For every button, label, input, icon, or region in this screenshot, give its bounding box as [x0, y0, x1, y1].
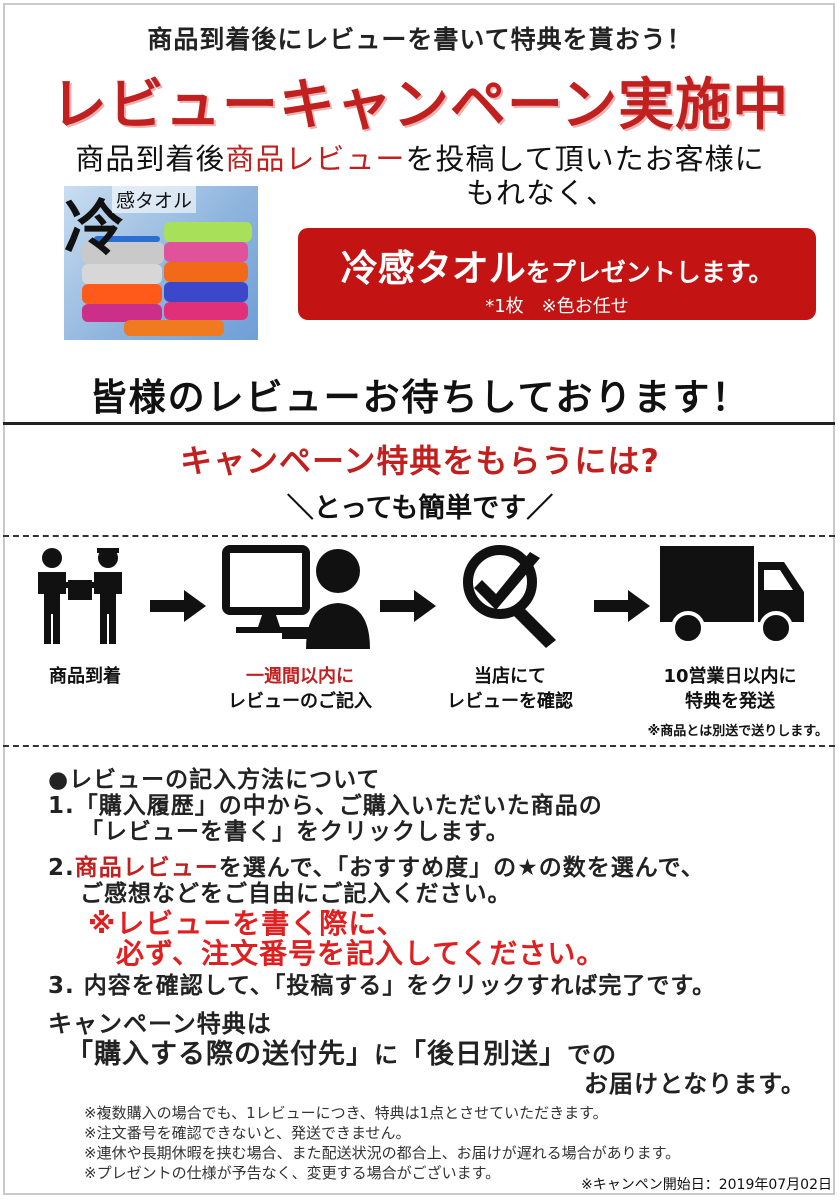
arrow-right-icon — [150, 590, 206, 622]
step-3-label: 当店にて レビューを確認 — [447, 666, 573, 712]
campaign-start-date: ※キャンペン開始日：2019年07月02日 — [581, 1177, 832, 1193]
present-note: *1枚 ※色お任せ — [485, 296, 629, 317]
step-1-label: 商品到着 — [49, 666, 121, 687]
waiting-message: 皆様のレビューお待ちしております！ — [89, 376, 751, 419]
description-prefix: 商品到着後 — [75, 142, 226, 176]
arrow-right-icon — [594, 590, 650, 622]
description-line-1: 商品到着後商品レビューを投稿して頂いたお客様に — [0, 136, 840, 178]
dashed-divider — [3, 535, 835, 537]
courier-note: ※商品とは別送で送りします。 — [647, 724, 828, 739]
present-main-line: 冷感タオルをプレゼントします。 — [298, 238, 816, 292]
description-line-2: もれなく、 — [466, 176, 617, 210]
step-4-label: 10営業日以内に 特典を発送 — [663, 666, 797, 712]
magnifier-check-icon — [463, 545, 556, 648]
footnote-1: ※複数購入の場合でも、1レビューにつき、特典は1点とさせていただきます。 — [84, 1104, 608, 1122]
towel-product-image: 冷 感タオル — [64, 186, 258, 340]
instruction-step-2a: 2.商品レビューを選んで、「おすすめ度」の★の数を選んで、 — [48, 855, 705, 881]
footnote-4: ※プレゼントの仕様が予告なく、変更する場合がございます。 — [84, 1164, 501, 1182]
instruction-step-1b: 「レビューを書く」をクリックします。 — [80, 819, 510, 845]
benefit-line-3: お届けとなります。 — [584, 1070, 806, 1098]
instructions-heading: ●レビューの記入方法について — [48, 767, 381, 793]
instruction-step-3: 3. 内容を確認して、「投稿する」をクリックすれば完了です。 — [48, 973, 717, 999]
warning-line-2: 必ず、注文番号を記入してください。 — [116, 937, 606, 970]
step-2-highlight: 商品レビュー — [74, 855, 219, 881]
present-item: 冷感タオル — [340, 247, 526, 290]
how-to-title: キャンペーン特典をもらうには? — [180, 442, 660, 480]
easy-caption: ＼とっても簡単です／ — [286, 493, 554, 524]
warning-line-1: ※レビューを書く際に、 — [88, 907, 406, 940]
benefit-line-2: 「購入する際の送付先」に「後日別送」での — [66, 1039, 617, 1070]
dashed-divider — [3, 745, 835, 747]
footnote-2: ※注文番号を確認できないと、発送できません。 — [84, 1124, 411, 1142]
truck-icon — [660, 546, 804, 645]
present-text: をプレゼントします。 — [525, 258, 774, 287]
arrow-right-icon — [380, 590, 436, 622]
towel-stack-illustration — [82, 222, 252, 336]
instruction-step-1a: 1.「購入履歴」の中から、ご購入いただいた商品の — [48, 793, 603, 819]
delivery-handover-icon — [38, 548, 122, 644]
footnote-3: ※連休や長期休暇を挟む場合、また配送状況の都合上、お届けが遅れる場合があります。 — [84, 1144, 681, 1162]
campaign-headline: レビューキャンペーン実施中 — [50, 73, 790, 138]
description-suffix: を投稿して頂いたお客様に — [405, 142, 765, 176]
benefit-line-1: キャンペーン特典は — [48, 1010, 272, 1038]
description-highlight: 商品レビュー — [225, 142, 406, 176]
towel-label: 感タオル — [112, 186, 197, 213]
step-2-label: 一週間以内に レビューのご記入 — [228, 666, 372, 712]
present-banner: 冷感タオルをプレゼントします。 *1枚 ※色お任せ — [298, 228, 816, 320]
section-divider — [3, 422, 835, 425]
instruction-step-2b: ご感想などをご自由にご記入ください。 — [80, 881, 512, 907]
lead-text: 商品到着後にレビューを書いて特典を貰おう！ — [147, 25, 693, 54]
computer-user-icon — [222, 545, 370, 649]
